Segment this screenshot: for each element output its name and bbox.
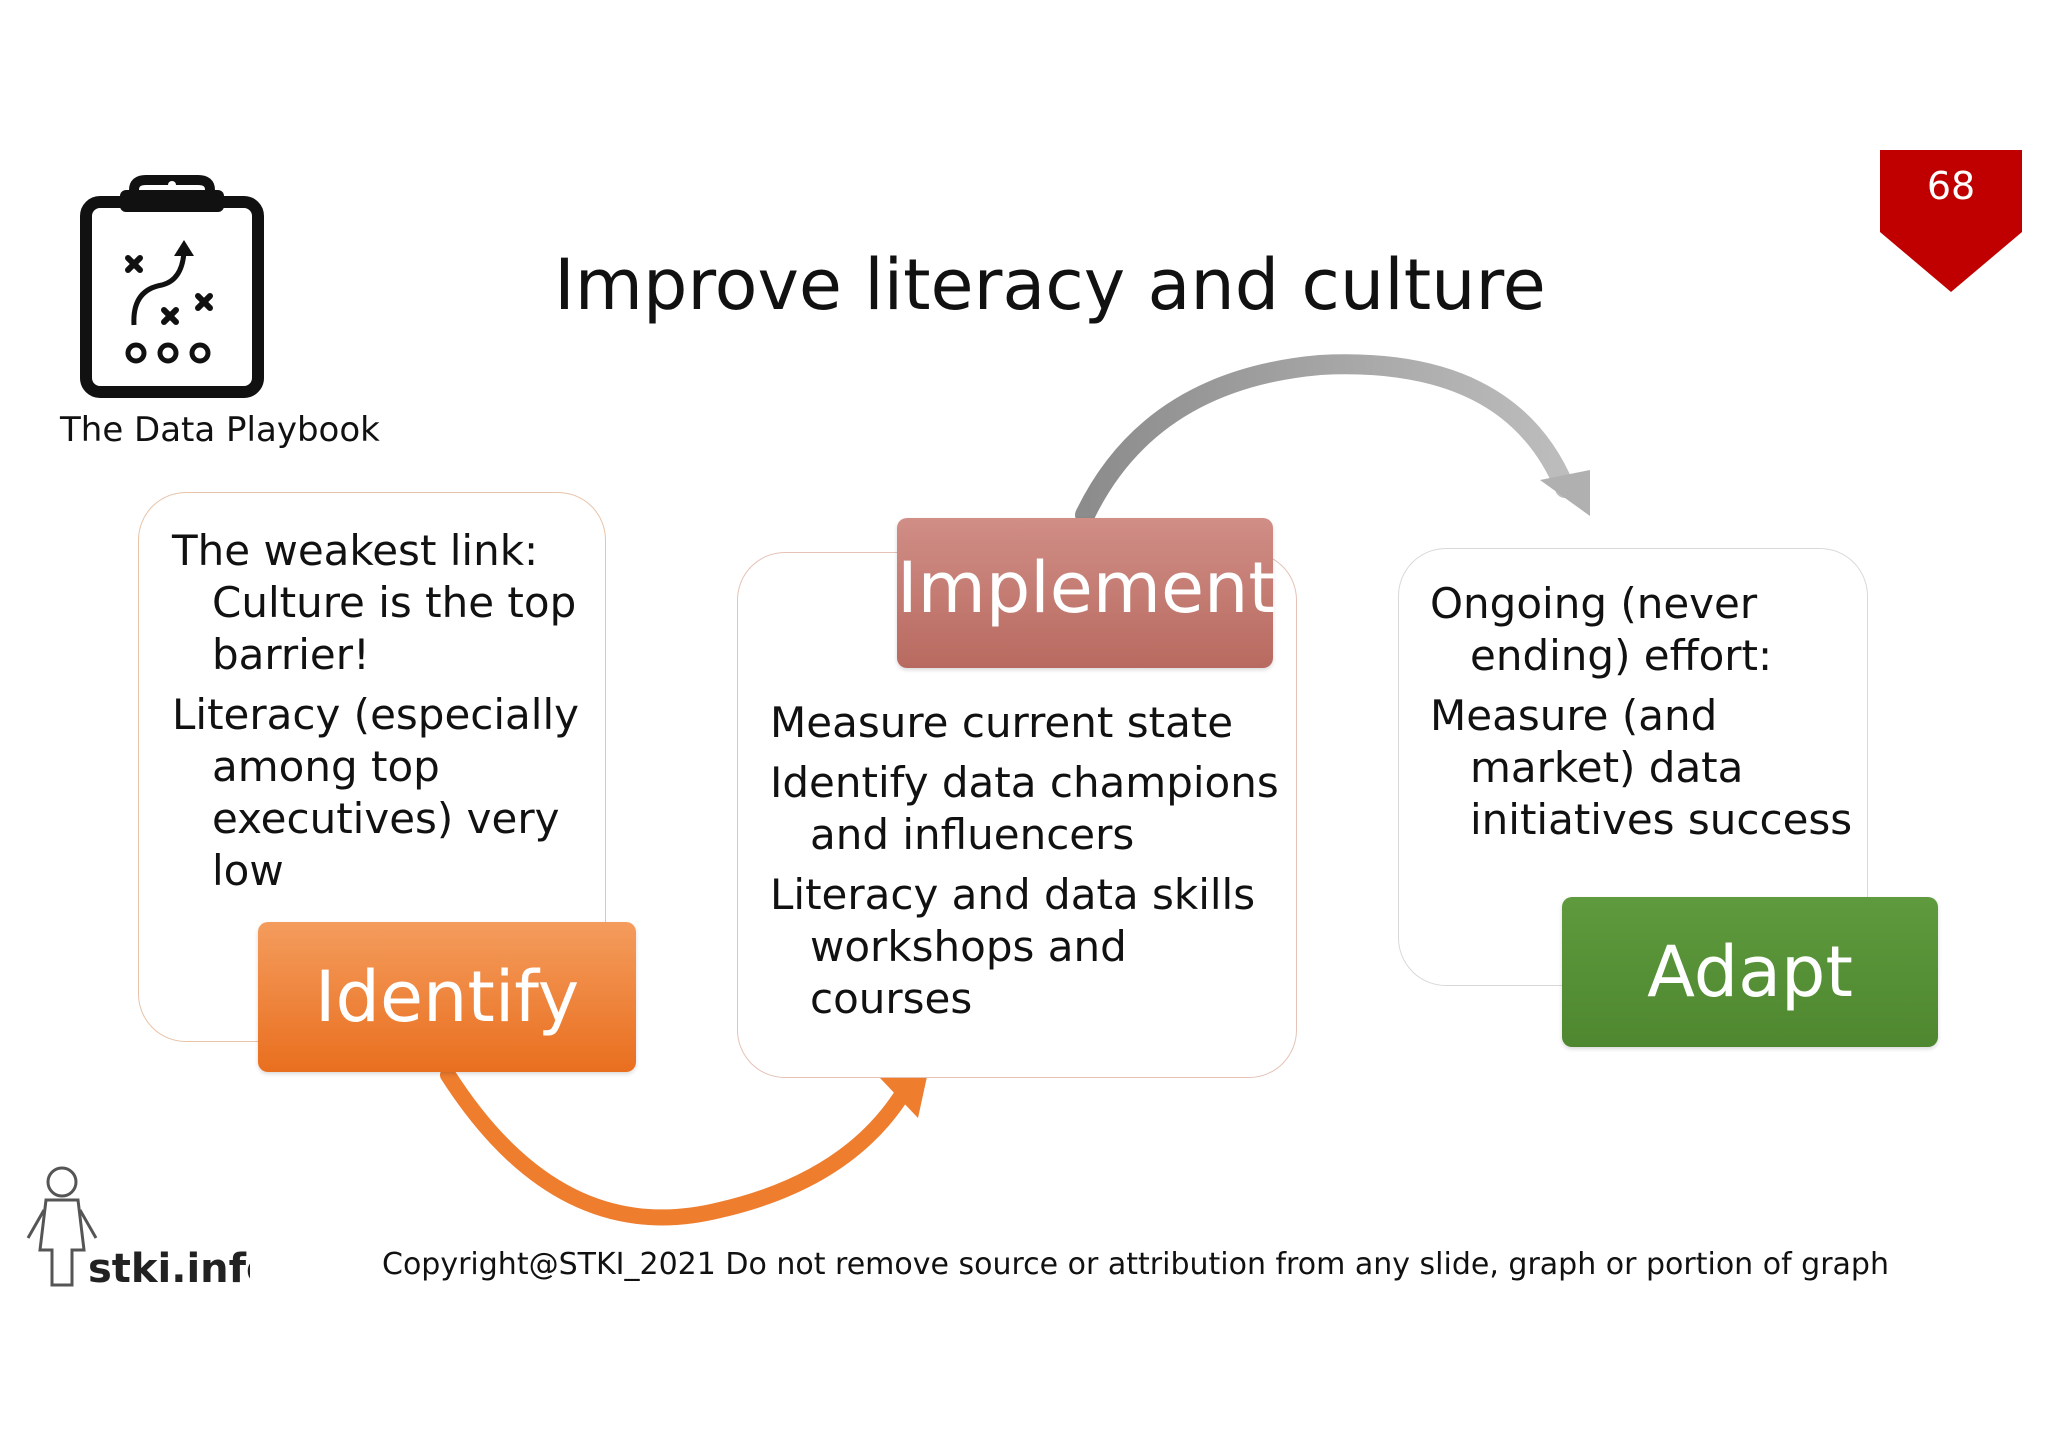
arrow-head-grey — [1540, 470, 1590, 516]
implement-line-1: Measure current state — [770, 698, 1234, 747]
logo-caption: The Data Playbook — [60, 410, 380, 450]
adapt-line-1: Ongoing (never ending) effort: — [1430, 579, 1773, 680]
page-title: Improve literacy and culture — [554, 244, 1546, 326]
identify-line-1: The weakest link: Culture is the top bar… — [172, 526, 577, 679]
identify-card-text: The weakest link: Culture is the top bar… — [172, 525, 592, 905]
arrow-implement-to-adapt — [1075, 354, 1575, 525]
implement-line-2: Identify data champions and influencers — [770, 758, 1279, 859]
implement-line-3: Literacy and data skills workshops and c… — [770, 870, 1256, 1023]
page-number-badge — [1880, 150, 2022, 292]
page-number: 68 — [1926, 164, 1976, 208]
identify-label: Identify — [258, 922, 636, 1072]
copyright-notice: Copyright@STKI_2021 Do not remove source… — [382, 1247, 1889, 1282]
stki-figure-icon — [26, 1166, 98, 1287]
implement-card-text: Measure current state Identify data cham… — [770, 697, 1290, 1033]
stki-logo: stki.info — [26, 1166, 250, 1290]
adapt-line-2: Measure (and market) data initiatives su… — [1430, 691, 1853, 844]
identify-line-2: Literacy (especially among top executive… — [172, 690, 579, 895]
stki-brand-text: stki.info — [88, 1246, 250, 1290]
playbook-clipboard-icon — [80, 175, 264, 398]
adapt-card-text: Ongoing (never ending) effort: Measure (… — [1430, 578, 1860, 854]
adapt-label: Adapt — [1562, 897, 1938, 1047]
arrow-head-orange — [880, 1072, 928, 1118]
implement-label: Implement — [897, 518, 1276, 668]
arrow-identify-to-implement — [440, 1067, 913, 1226]
